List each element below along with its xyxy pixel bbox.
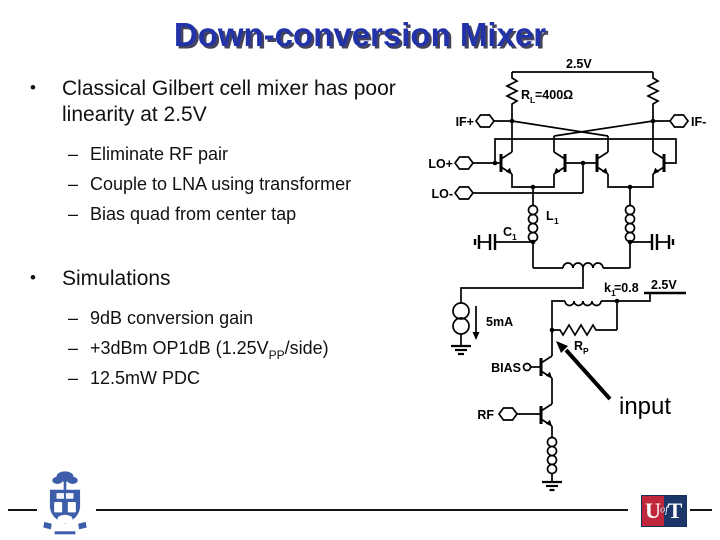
sub-bullet-text: Couple to LNA using transformer — [90, 174, 352, 194]
footer-divider — [96, 509, 628, 511]
sub-bullet: –Couple to LNA using transformer — [68, 169, 420, 199]
sub-bullet-text: 9dB conversion gain — [90, 308, 254, 328]
circuit-wires — [451, 71, 686, 492]
label-rl-sub: L — [530, 95, 535, 105]
label-lo-plus: LO+ — [428, 157, 453, 171]
label-rp: R — [574, 339, 583, 353]
dash-marker: – — [68, 338, 79, 358]
label-c1: C — [503, 225, 512, 239]
label-lo-minus: LO- — [431, 187, 453, 201]
dash-marker: – — [68, 174, 79, 194]
dash-marker: – — [68, 144, 79, 164]
label-if-plus: IF+ — [456, 115, 474, 129]
sub-bullet: –+3dBm OP1dB (1.25VPP/side) — [68, 333, 420, 363]
sub-bullet-text: Eliminate RF pair — [90, 144, 229, 164]
cascode-transistors — [539, 354, 554, 428]
dash-marker: – — [68, 308, 79, 328]
logo-letter-t: T — [664, 496, 686, 526]
logo-letter-of: of — [660, 504, 668, 516]
label-vdd-mid: 2.5V — [651, 278, 677, 292]
label-current-source: 5mA — [486, 315, 513, 329]
label-rl: R — [521, 88, 530, 102]
sub-bullet-list: –9dB conversion gain–+3dBm OP1dB (1.25VP… — [24, 303, 420, 393]
rf-port — [497, 407, 519, 421]
bullet-marker: • — [30, 268, 36, 287]
label-k1-sub: 1 — [611, 288, 616, 298]
label-rp-sub: P — [583, 346, 589, 356]
logo-letter-u: U — [642, 496, 664, 526]
slide-title: Down-conversion Mixer — [173, 16, 547, 53]
sub-bullet: –Eliminate RF pair — [68, 139, 420, 169]
label-bias: BIAS — [491, 361, 521, 375]
if-minus-port — [668, 114, 690, 128]
lo-minus-port — [453, 186, 475, 200]
main-bullet: • Classical Gilbert cell mixer has poor … — [24, 76, 420, 128]
label-l1: L — [546, 209, 554, 223]
label-input: input — [619, 393, 671, 420]
label-vdd-top: 2.5V — [566, 57, 592, 71]
sub-bullet-text: +3dBm OP1dB (1.25VPP/side) — [90, 338, 329, 362]
bullet-group-gilbert: • Classical Gilbert cell mixer has poor … — [24, 76, 420, 229]
sub-bullet-list: –Eliminate RF pair–Couple to LNA using t… — [24, 139, 420, 229]
footer-divider — [8, 509, 37, 511]
input-arrow — [556, 341, 612, 401]
footer-divider — [690, 509, 712, 511]
mixer-circuit-diagram: 2.5V R L =400Ω IF+ IF- LO+ LO- C 1 L 1 k… — [428, 57, 706, 492]
sub-bullet: –12.5mW PDC — [68, 363, 420, 393]
dash-marker: – — [68, 368, 79, 388]
if-plus-port — [474, 114, 496, 128]
label-rl-value: =400Ω — [535, 88, 573, 102]
uoft-crest-logo — [43, 471, 87, 535]
circuit-nodes — [472, 118, 656, 340]
label-c1-sub: 1 — [512, 232, 517, 242]
current-arrow — [472, 332, 480, 340]
label-k1-value: =0.8 — [614, 281, 639, 295]
bullet-marker: • — [30, 78, 36, 97]
bullet-group-simulations: • Simulations –9dB conversion gain–+3dBm… — [24, 266, 420, 393]
label-if-minus: IF- — [691, 115, 706, 129]
uoft-wordmark-logo: U T of — [641, 495, 687, 527]
label-k1: k — [604, 281, 611, 295]
sub-bullet-text: 12.5mW PDC — [90, 368, 201, 388]
sub-bullet: –9dB conversion gain — [68, 303, 420, 333]
sub-bullet-text: Bias quad from center tap — [90, 204, 297, 224]
main-bullet: • Simulations — [24, 266, 420, 292]
bullet-text: Simulations — [62, 267, 171, 290]
sub-bullet: –Bias quad from center tap — [68, 199, 420, 229]
bullet-text: Classical Gilbert cell mixer has poor li… — [62, 77, 396, 126]
dash-marker: – — [68, 204, 79, 224]
label-rf: RF — [477, 408, 494, 422]
lo-plus-port — [453, 156, 475, 170]
circuit-ports — [453, 114, 690, 421]
label-l1-sub: 1 — [554, 216, 559, 226]
